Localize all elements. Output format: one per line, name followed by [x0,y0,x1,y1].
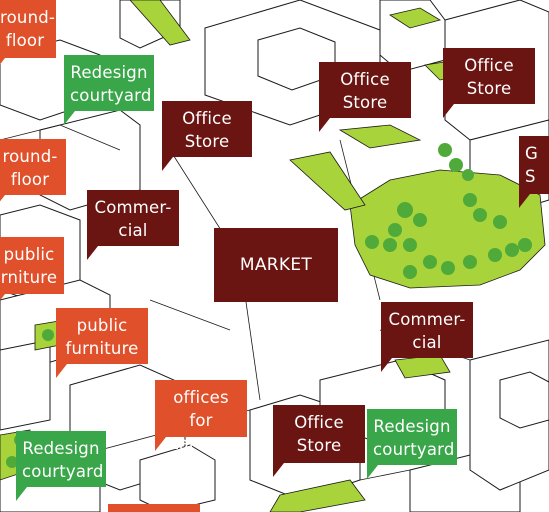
commercial-callout: Commer- cial [381,302,473,372]
office-store-callout: Office Store [443,48,535,118]
offices-startups-callout: offices for start-ups [155,380,247,453]
redesign-courtyard-callout: Redesign courtyard [16,431,106,501]
public-furniture-callout: public furniture [56,308,148,378]
office-store-callout: Office Store [319,62,411,132]
commercial-callout: Commer- cial [87,190,179,260]
ground-floor-callout: round- floor [0,139,66,209]
ground-floor-callout: round- floor [0,0,56,72]
partial-callout-bottom [108,504,200,512]
public-furniture-callout: public rniture [0,237,64,308]
office-store-callout-partial: G S [519,136,549,208]
market-label: MARKET [214,228,338,302]
office-store-callout: Office Store [273,405,365,477]
redesign-courtyard-callout: Redesign courtyard [367,409,457,479]
office-store-callout: Office Store [162,101,252,171]
redesign-courtyard-callout: Redesign courtyard [64,55,154,125]
trees [6,143,532,468]
